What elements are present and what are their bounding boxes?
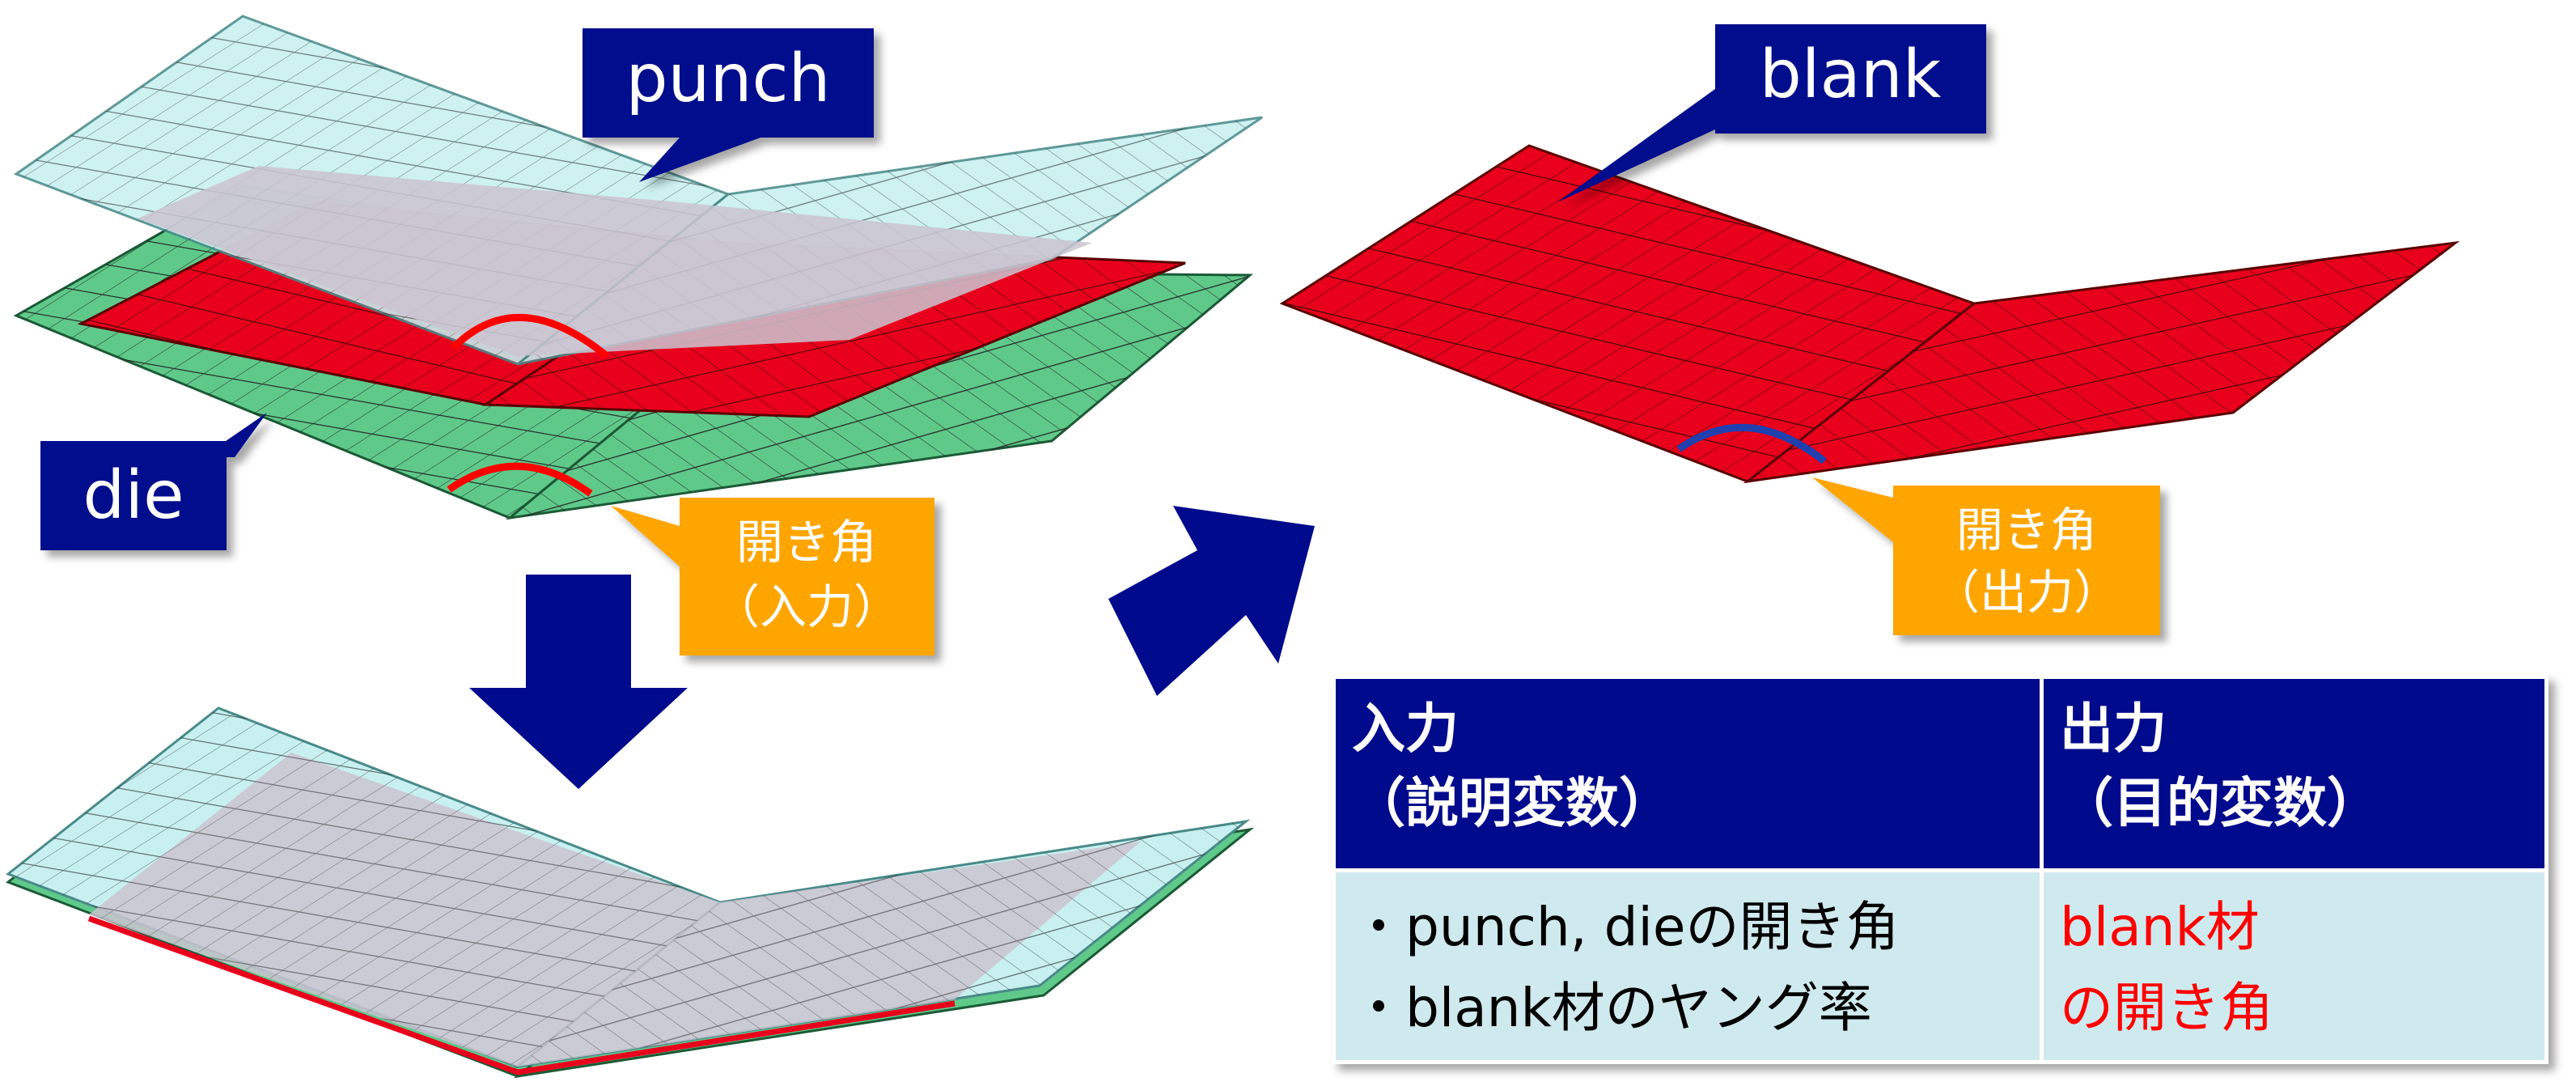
output-angle-arc <box>1676 423 1827 465</box>
punch-callout <box>583 28 874 182</box>
punch-label: punch <box>625 40 830 117</box>
punch-angle-arc <box>450 314 609 359</box>
punch-mesh <box>13 15 1263 366</box>
diagonal-arrow-icon <box>1108 506 1315 696</box>
die-callout <box>40 413 267 550</box>
blank-callout <box>1557 24 1986 202</box>
output-variables-cell: blank材 の開き角 <box>2040 868 2548 1064</box>
down-arrow-icon <box>469 575 688 789</box>
input-angle-callout <box>611 498 934 655</box>
output-angle-label-1: 開き角 <box>1956 503 2097 558</box>
input-header-subtitle: （説明変数） <box>1352 772 1672 834</box>
blank-mesh-result <box>1279 144 2460 484</box>
output-header-subtitle: （目的変数） <box>2060 772 2380 834</box>
input-variables-cell: ・punch, dieの開き角 ・blank材のヤング率 <box>1332 868 2044 1064</box>
input-item: ・punch, dieの開き角 <box>1352 896 1900 958</box>
output-item: の開き角 <box>2060 977 2273 1039</box>
input-header: 入力 （説明変数） <box>1332 675 2044 872</box>
output-angle-label-2: （出力） <box>1933 565 2121 620</box>
output-header: 出力 （目的変数） <box>2040 675 2548 872</box>
closed-tooling-mesh <box>5 706 1255 1079</box>
output-angle-callout <box>1812 477 2160 635</box>
blank-label: blank <box>1760 36 1942 113</box>
output-item: blank材 <box>2060 896 2260 958</box>
table-header-row: 入力 （説明変数） 出力 （目的変数） <box>1332 675 2548 872</box>
table-row: ・punch, dieの開き角 ・blank材のヤング率 blank材 の開き角 <box>1332 868 2548 1064</box>
die-angle-arc <box>447 462 593 497</box>
input-header-title: 入力 <box>1352 698 1459 760</box>
input-item: ・blank材のヤング率 <box>1352 977 1872 1039</box>
die-label: die <box>83 457 184 534</box>
io-variable-table: 入力 （説明変数） 出力 （目的変数） ・punch, dieの開き角 ・bla… <box>1332 675 2548 1064</box>
input-angle-label-1: 開き角 <box>736 515 877 570</box>
output-header-title: 出力 <box>2060 698 2167 760</box>
input-angle-label-2: （入力） <box>713 579 900 634</box>
